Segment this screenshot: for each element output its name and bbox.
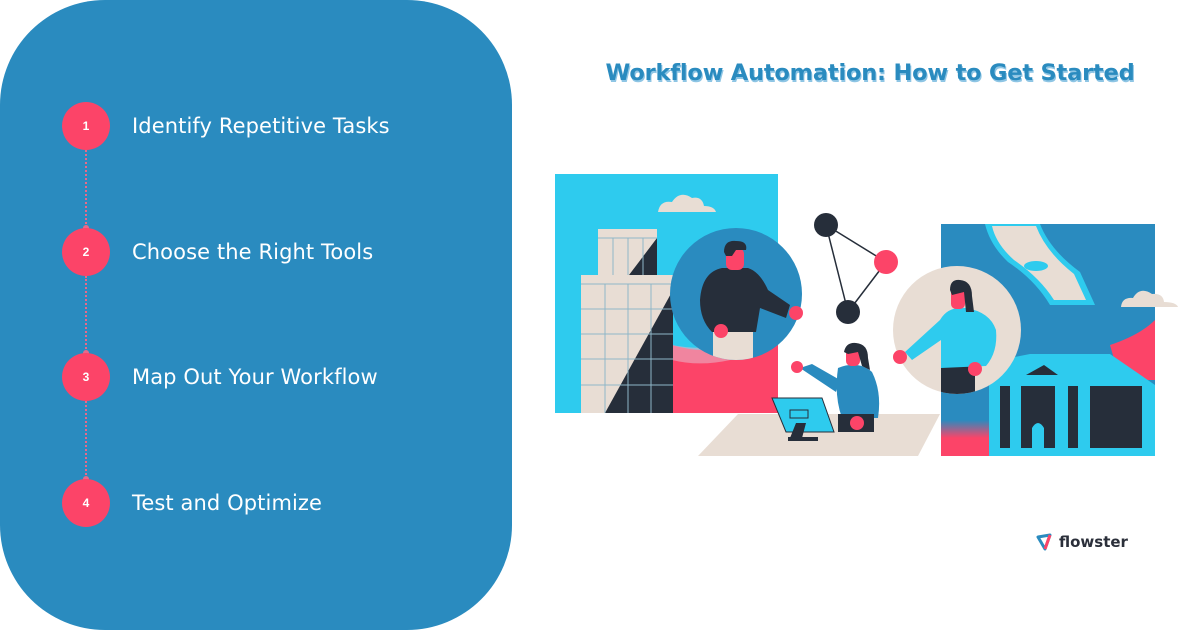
seated-woman [771,342,880,441]
step-label: Choose the Right Tools [132,240,374,264]
step-number-badge: 4 [62,479,110,527]
brand-name: flowster [1059,533,1128,551]
steps-panel: 1 Identify Repetitive Tasks 2 Choose the… [0,0,512,630]
bank-scene [941,224,1155,456]
network-graph-icon [814,213,898,324]
flowster-logo[interactable]: flowster [1036,533,1128,551]
step-2: 2 Choose the Right Tools [62,228,373,276]
cloud-icon [658,194,716,212]
cloud-icon [1121,290,1178,307]
desk-shape [698,414,940,456]
step-label: Map Out Your Workflow [132,365,378,389]
step-3: 3 Map Out Your Workflow [62,353,378,401]
step-number-badge: 2 [62,228,110,276]
step-number-badge: 1 [62,102,110,150]
step-number-badge: 3 [62,353,110,401]
flowster-logo-icon [1036,533,1052,551]
step-1: 1 Identify Repetitive Tasks [62,102,390,150]
page-title: Workflow Automation: How to Get Started [605,60,1135,86]
step-label: Identify Repetitive Tasks [132,114,390,138]
step-4: 4 Test and Optimize [62,479,322,527]
step-label: Test and Optimize [132,491,323,515]
